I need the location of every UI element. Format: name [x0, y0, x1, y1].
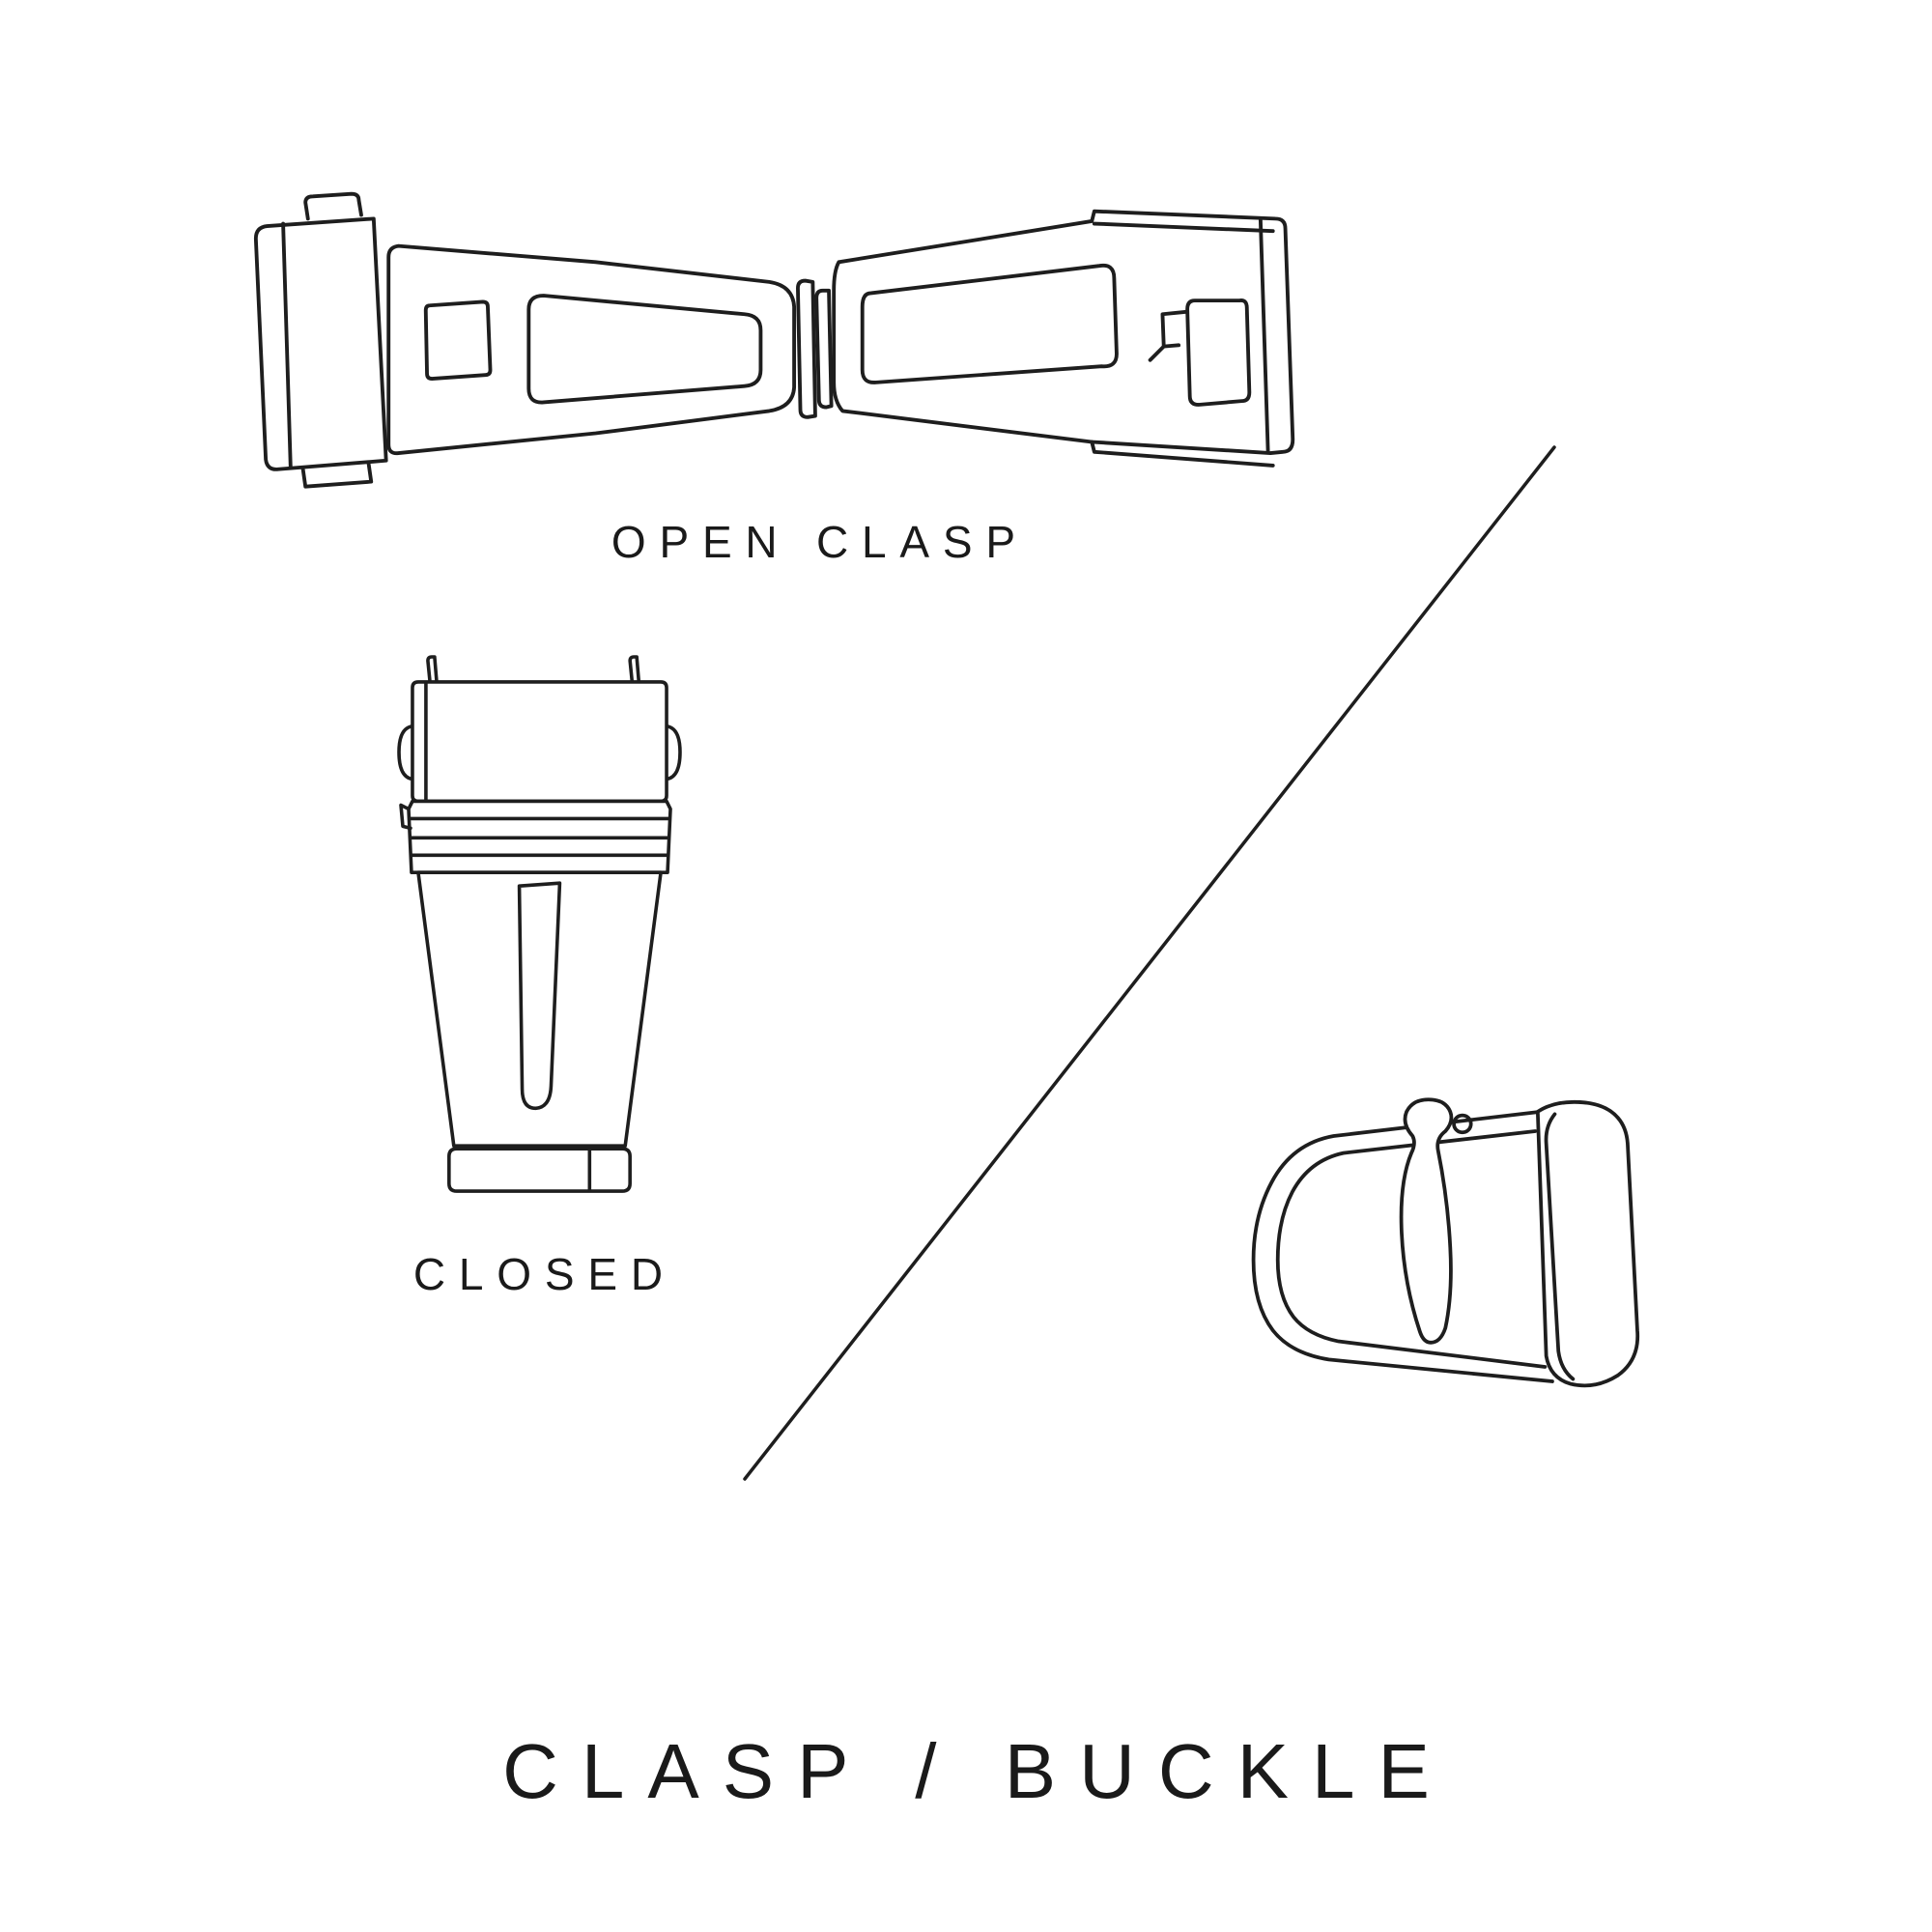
- right-blade: [832, 209, 1295, 468]
- buckle-frame: [1251, 1109, 1554, 1383]
- left-blade: [386, 243, 797, 456]
- spring-prongs: [426, 655, 640, 682]
- end-link: [447, 1147, 632, 1193]
- buckle-tang: [1399, 1097, 1473, 1345]
- center-hinge: [796, 278, 834, 419]
- left-end-cap: [253, 191, 388, 489]
- diagram-title: CLASP / BUCKLE: [502, 1728, 1453, 1814]
- closed-clasp-illustration: [397, 655, 682, 1193]
- buckle-end-bar: [1535, 1099, 1640, 1388]
- tapered-body: [416, 870, 663, 1149]
- buckle-illustration: [1251, 1097, 1640, 1388]
- open-clasp-label: OPEN CLASP: [611, 517, 1029, 567]
- open-clasp-illustration: [253, 191, 1295, 489]
- band-section: [399, 799, 672, 875]
- closed-label: CLOSED: [412, 1249, 676, 1299]
